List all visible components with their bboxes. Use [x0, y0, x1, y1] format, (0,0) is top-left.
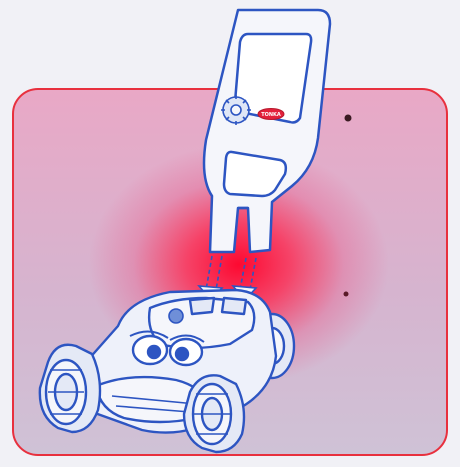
brand-badge-text: TONKA: [261, 112, 281, 118]
speck: [345, 115, 352, 122]
front-right-wheel: [184, 375, 244, 452]
mower-handle: [204, 10, 330, 252]
front-left-wheel: [40, 345, 100, 432]
brand-badge: TONKA: [258, 109, 284, 120]
toy-mower: [40, 290, 294, 452]
speck: [344, 292, 349, 297]
